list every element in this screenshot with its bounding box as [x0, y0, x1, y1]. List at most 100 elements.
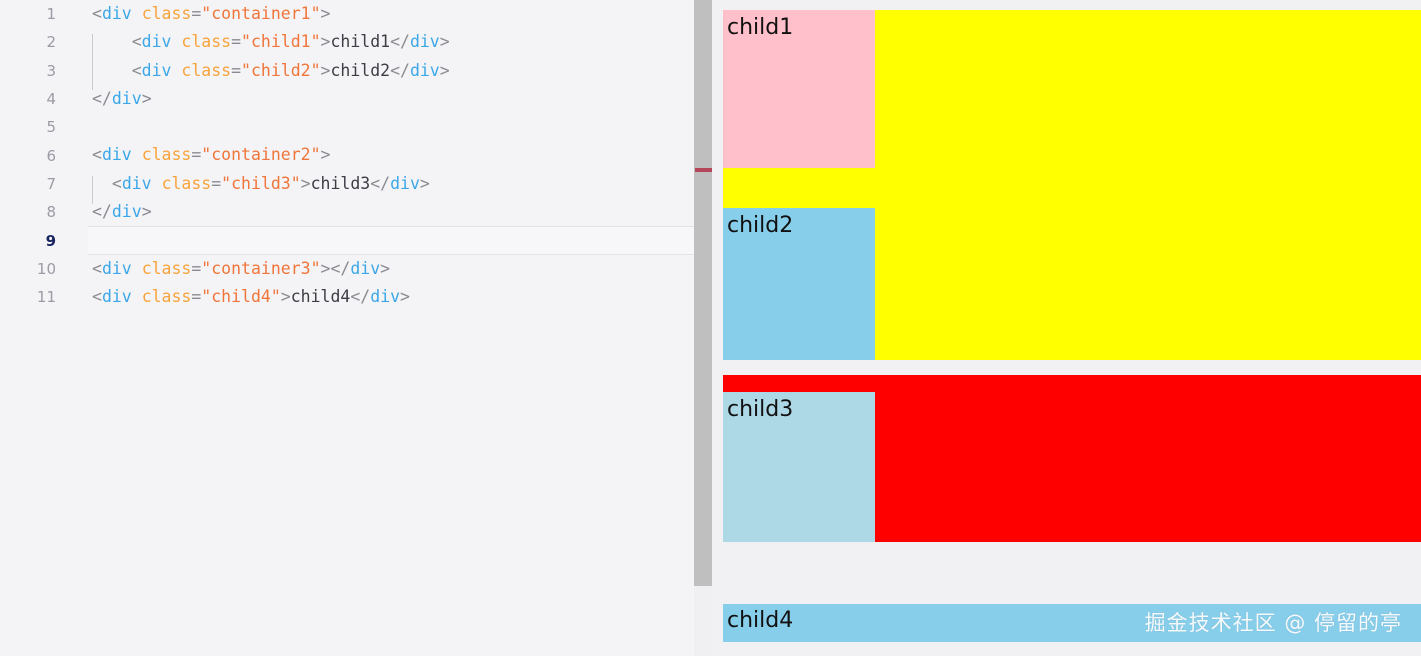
code-token-tag: div: [141, 60, 172, 80]
indent-guide: [92, 176, 93, 204]
line-number: 3: [46, 61, 56, 80]
code-token-tag: div: [370, 286, 401, 306]
code-line-text[interactable]: [88, 226, 694, 255]
code-token-string: "child2": [241, 60, 321, 80]
preview-child3: child3: [723, 392, 875, 542]
code-line-text[interactable]: <div class="child1">child1</div>: [88, 28, 694, 56]
code-token-content: [152, 174, 162, 193]
code-token-tag: div: [101, 258, 132, 278]
code-token-tag: div: [390, 173, 420, 193]
code-token-punct: >: [141, 88, 152, 108]
line-number: 5: [46, 118, 56, 137]
code-token-content: [132, 4, 142, 23]
code-line-text[interactable]: </div>: [88, 198, 694, 226]
code-token-string: "child1": [241, 32, 321, 52]
code-line-text[interactable]: <div class="child4">child4</div>: [88, 283, 694, 311]
code-token-punct: </: [330, 258, 351, 278]
code-line-text[interactable]: <div class="child2">child2</div>: [88, 57, 694, 85]
code-token-content: child2: [330, 60, 391, 80]
code-token-eq: =: [191, 258, 202, 278]
code-line-10[interactable]: 10<div class="container3"></div>: [0, 255, 694, 283]
code-token-content: [171, 32, 181, 51]
code-token-string: "container1": [201, 4, 321, 23]
code-token-content: [132, 145, 142, 164]
line-number: 4: [46, 90, 56, 109]
code-line-text[interactable]: <div class="child3">child3</div>: [88, 170, 694, 198]
code-token-punct: >: [419, 173, 430, 193]
code-token-tag: div: [121, 173, 152, 193]
editor-scrollbar[interactable]: [694, 0, 712, 656]
code-token-punct: </: [390, 32, 410, 52]
code-line-text[interactable]: [88, 113, 694, 141]
code-token-content: [132, 287, 142, 306]
code-token-tag: div: [409, 60, 440, 80]
code-line-4[interactable]: 4 </div>: [0, 85, 694, 113]
code-token-content: child4: [290, 286, 351, 306]
code-line-3[interactable]: 3 <div class="child2">child2</div>: [0, 57, 694, 85]
code-token-content: [171, 61, 181, 80]
code-line-text[interactable]: <div class="container3"></div>: [88, 255, 694, 283]
code-line-6[interactable]: 6 <div class="container2">: [0, 141, 694, 169]
code-token-punct: >: [320, 32, 331, 52]
code-token-punct: >: [439, 32, 450, 52]
code-token-string: "container3": [201, 258, 321, 278]
line-number: 8: [46, 203, 56, 222]
scrollbar-thumb[interactable]: [694, 0, 712, 586]
code-token-tag: div: [350, 258, 381, 278]
code-token-eq: =: [231, 60, 242, 80]
code-token-punct: >: [439, 60, 450, 80]
child1-label: child1: [727, 15, 794, 40]
code-token-punct: <: [92, 173, 122, 193]
preview-container2: child3: [723, 375, 1421, 542]
code-token-punct: >: [280, 286, 291, 306]
code-token-tag: div: [101, 4, 132, 23]
code-token-punct: <: [92, 32, 142, 52]
code-line-7[interactable]: 7 <div class="child3">child3</div>: [0, 170, 694, 198]
code-token-punct: <: [92, 60, 142, 80]
code-token-punct: </: [92, 88, 112, 108]
code-token-punct: >: [320, 4, 331, 23]
code-line-9[interactable]: 9: [0, 226, 694, 255]
code-token-attr: class: [141, 4, 192, 23]
code-token-tag: div: [111, 202, 142, 222]
code-token-punct: <: [92, 258, 102, 278]
code-line-8[interactable]: 8 </div>: [0, 198, 694, 226]
code-token-punct: >: [300, 173, 311, 193]
code-line-text[interactable]: <div class="container2">: [88, 141, 694, 169]
code-line-1[interactable]: 1 <div class="container1">: [0, 0, 694, 28]
code-line-5[interactable]: 5: [0, 113, 694, 141]
code-token-punct: >: [400, 286, 410, 306]
scrollbar-change-marker[interactable]: [695, 168, 712, 172]
code-token-eq: =: [191, 286, 202, 306]
code-line-text[interactable]: <div class="container1">: [88, 0, 694, 28]
watermark-text: 掘金技术社区 @ 停留的亭: [1144, 611, 1402, 635]
code-token-punct: </: [370, 173, 391, 193]
code-token-punct: </: [350, 286, 371, 306]
child4-label: child4: [727, 608, 794, 633]
code-token-punct: </: [390, 60, 410, 80]
code-line-text[interactable]: </div>: [88, 85, 694, 113]
line-number: 11: [36, 288, 56, 307]
code-token-punct: <: [92, 4, 102, 23]
code-token-attr: class: [141, 145, 192, 165]
line-number: 1: [46, 5, 56, 24]
preview-child1: child1: [723, 10, 875, 168]
code-token-eq: =: [211, 173, 222, 193]
code-token-punct: >: [141, 202, 152, 222]
child3-label: child3: [727, 397, 794, 422]
code-line-11[interactable]: 11 <div class="child4">child4</div>: [0, 283, 694, 311]
code-token-punct: <: [92, 145, 102, 165]
line-number: 6: [46, 146, 56, 165]
code-area[interactable]: 1<div class="container1">2 <div class="c…: [0, 0, 694, 656]
child2-label: child2: [727, 213, 794, 238]
code-editor-pane[interactable]: 1<div class="container1">2 <div class="c…: [0, 0, 694, 656]
code-token-tag: div: [141, 32, 172, 52]
code-token-eq: =: [191, 4, 202, 23]
code-token-content: child1: [330, 32, 391, 52]
code-token-attr: class: [141, 286, 192, 306]
code-token-punct: >: [320, 60, 331, 80]
code-token-tag: div: [101, 286, 132, 306]
code-token-tag: div: [111, 88, 142, 108]
code-token-punct: >: [380, 258, 391, 278]
code-line-2[interactable]: 2 <div class="child1">child1</div>: [0, 28, 694, 56]
